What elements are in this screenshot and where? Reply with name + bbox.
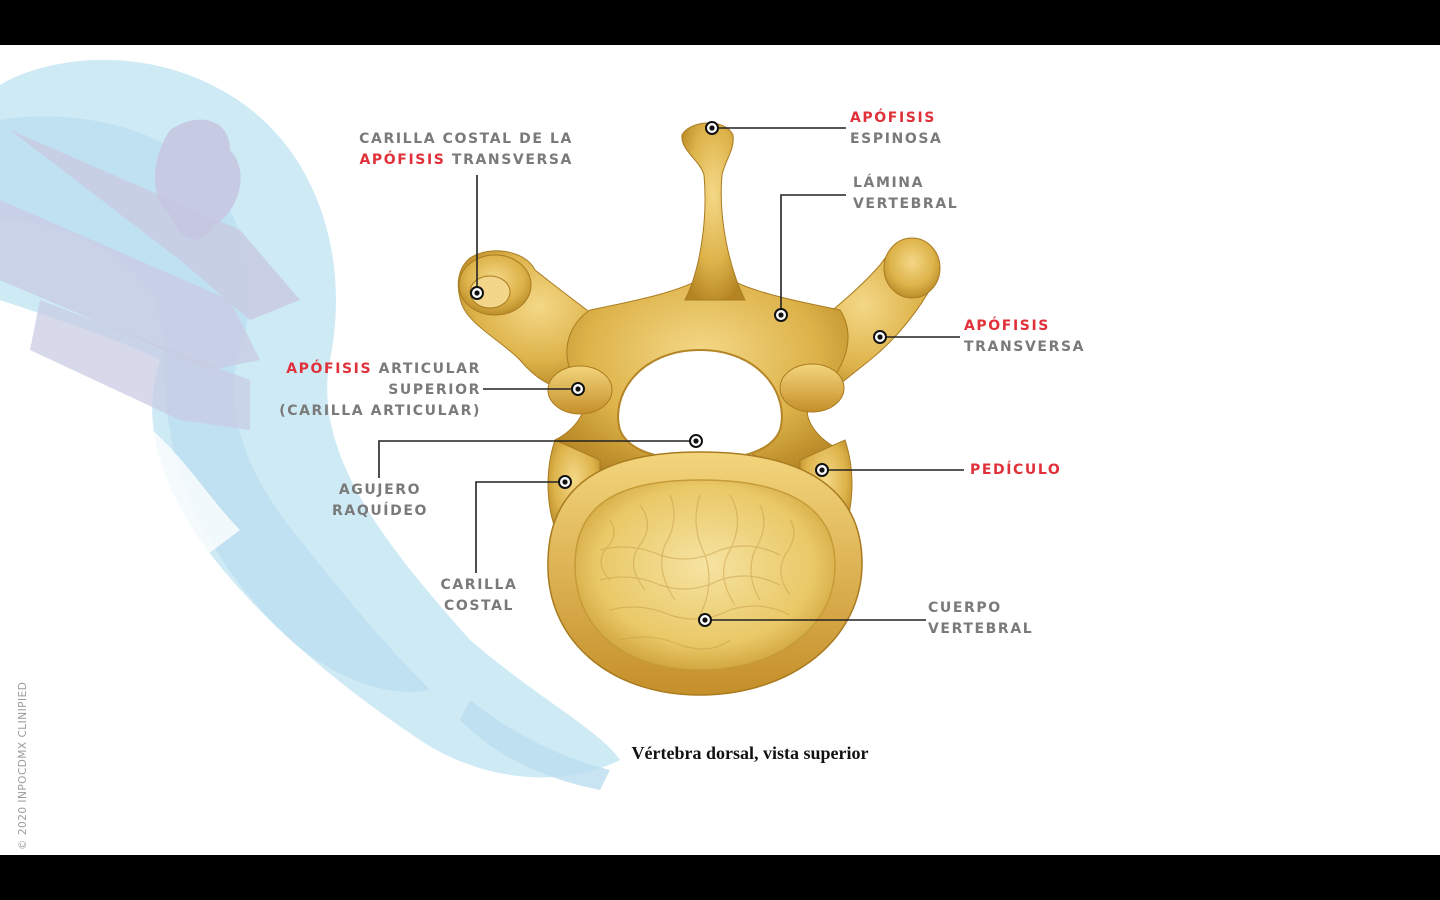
label-carilla-costal: CARILLA COSTAL [440,577,518,614]
label-apofisis-espinosa: APÓFISIS ESPINOSA [850,110,943,147]
pointer-dot [774,308,788,322]
slide: CARILLA COSTAL DE LA APÓFISIS TRANSVERSA… [0,45,1440,855]
label-carilla-costal-transversa: CARILLA COSTAL DE LA APÓFISIS TRANSVERSA [359,131,573,168]
copyright-notice: © 2020 INPOCDMX CLINIPIED [17,681,29,850]
leader-lines [378,127,964,621]
pointer-dot [815,463,829,477]
pointer-dot [698,613,712,627]
pointer-dot [873,330,887,344]
label-cuerpo-vertebral: CUERPO VERTEBRAL [928,600,1034,637]
pointer-dot [705,121,719,135]
label-pediculo: PEDÍCULO [970,462,1062,478]
vertebra-illustration [0,59,964,790]
pointer-dot [689,434,703,448]
label-apofisis-transversa: APÓFISIS TRANSVERSA [964,318,1086,355]
figure-caption: Vértebra dorsal, vista superior [631,743,869,763]
pointer-dot [571,382,585,396]
watermark-logo [0,59,620,790]
vertebra-bone [457,122,941,696]
label-apofisis-articular: APÓFISIS ARTICULAR SUPERIOR (CARILLA ART… [279,361,481,419]
pointer-dot [558,475,572,489]
label-agujero-raquideo: AGUJERO RAQUÍDEO [332,482,428,519]
label-lamina-vertebral: LÁMINA VERTEBRAL [853,175,959,212]
pointer-dots [470,121,887,627]
pointer-dot [470,286,484,300]
